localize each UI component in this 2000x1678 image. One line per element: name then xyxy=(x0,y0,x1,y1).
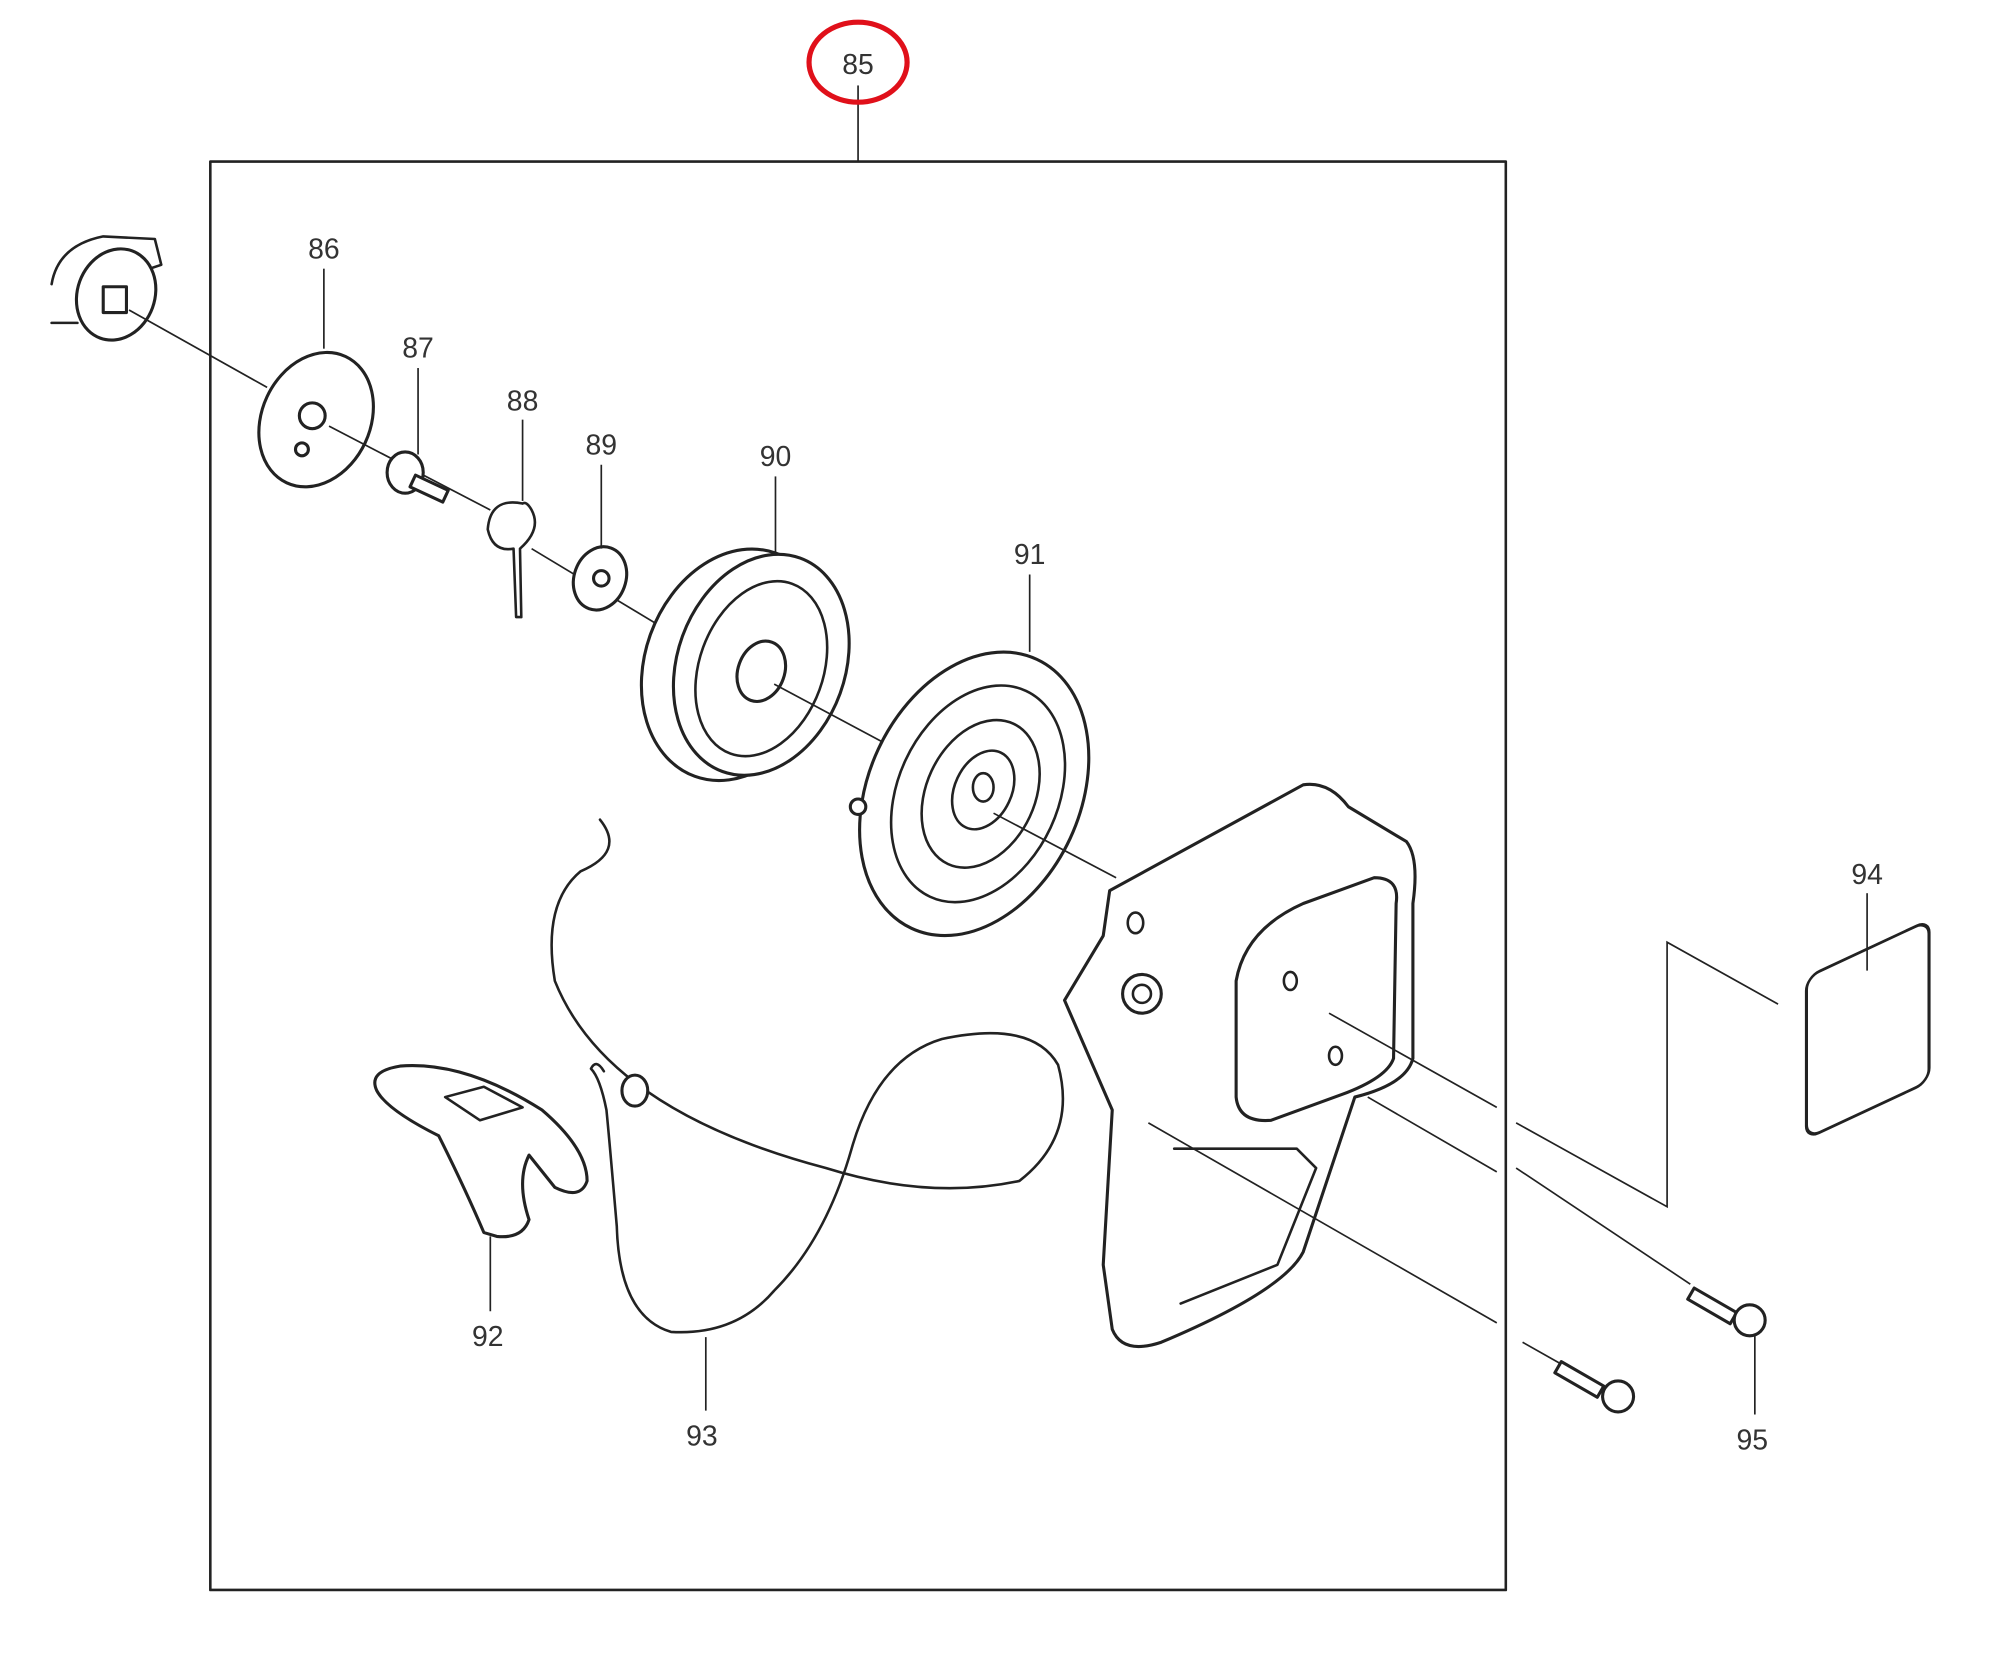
label-86: 86 xyxy=(308,233,340,265)
part-92-starter-handle xyxy=(373,1064,589,1239)
label-90: 90 xyxy=(760,441,792,473)
rope-eyelet xyxy=(620,1073,650,1108)
label-93: 93 xyxy=(686,1420,718,1452)
label-92: 92 xyxy=(472,1321,504,1353)
axis-line xyxy=(128,309,268,389)
part-87-screw xyxy=(385,450,450,504)
label-88: 88 xyxy=(507,386,539,418)
label-87: 87 xyxy=(402,333,434,365)
part-86-pulley-plate xyxy=(257,350,375,489)
label-89: 89 xyxy=(586,429,618,461)
part-93-starter-rope xyxy=(550,818,1065,1334)
label-94: 94 xyxy=(1851,859,1883,891)
part-91-recoil-spring xyxy=(848,650,1091,938)
label-91: 91 xyxy=(1014,539,1046,571)
part-95-screw xyxy=(1553,1286,1767,1414)
part-88-clip xyxy=(486,501,537,619)
label-95: 95 xyxy=(1736,1424,1768,1456)
engine-crank-stub xyxy=(50,235,163,342)
part-89-ratchet xyxy=(571,545,629,612)
label-85: 85 xyxy=(842,49,874,81)
highlight-circle xyxy=(806,19,910,105)
starter-housing xyxy=(1062,782,1417,1349)
part-90-rope-reel xyxy=(639,547,851,783)
